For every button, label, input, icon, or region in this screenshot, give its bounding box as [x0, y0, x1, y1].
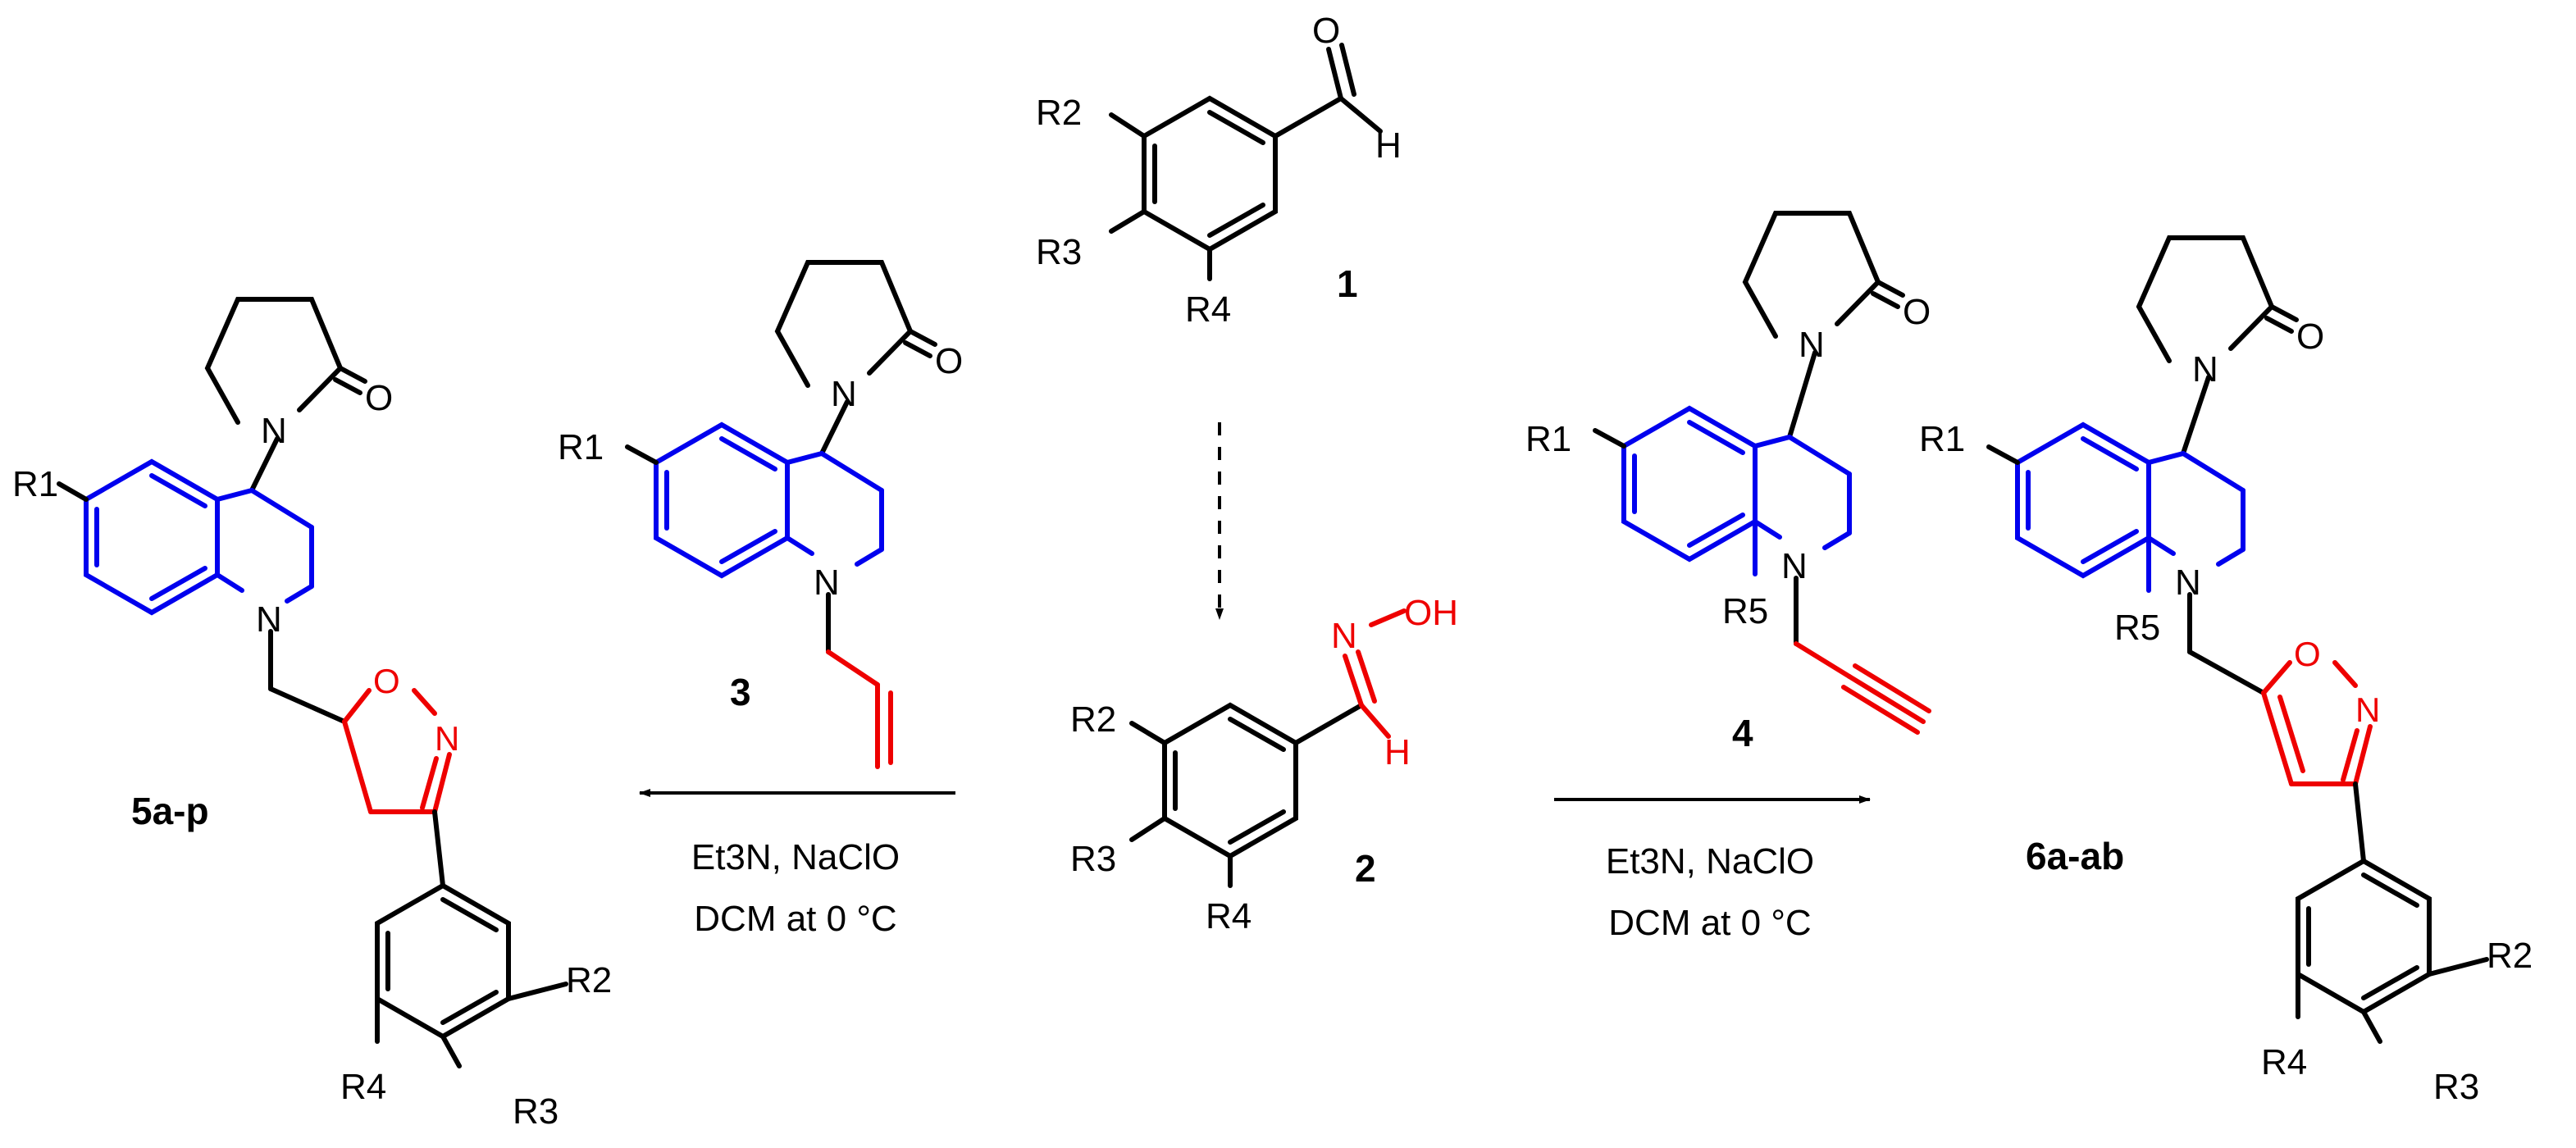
compound-3-pyrrolidinone: [774, 260, 937, 456]
compound-5-isoxazoline-oxygen: O: [373, 662, 400, 700]
compound-2: [1129, 702, 1364, 888]
compound-4-lactam-nitrogen: N: [1799, 325, 1825, 365]
compound-5-carbonyl-oxygen: O: [365, 378, 393, 418]
compound-5-r3: R3: [513, 1091, 559, 1132]
compound-5-r4: R4: [340, 1067, 386, 1107]
compound-4-propargyl-group: [1794, 641, 1931, 735]
compound-6-isoxazole-ring: [2261, 660, 2373, 786]
compound-6-ring-nitrogen: N: [2175, 563, 2201, 603]
compound-5-isoxazoline-nitrogen: N: [435, 719, 459, 758]
compound-6-tetrahydroquinoline: [2015, 421, 2245, 593]
compound-4-tetrahydroquinoline: [1621, 405, 1852, 576]
compound-5: [57, 297, 568, 1068]
compound-5-label: 5a-p: [131, 790, 209, 832]
compound-6-r2: R2: [2487, 936, 2533, 976]
compound-4-carbonyl-oxygen: O: [1903, 292, 1931, 332]
compound-2-hydrogen: H: [1384, 732, 1411, 772]
compound-6-pyrrolidinone: [2136, 235, 2299, 456]
compound-4-pyrrolidinone: [1742, 211, 1905, 440]
arrow-right-conditions: DCM at 0 °C: [1608, 903, 1811, 943]
compound-6-isoxazole-oxygen: O: [2294, 635, 2321, 673]
compound-5-isoxazoline-ring: [342, 688, 452, 814]
compound-2-nitrogen: N: [1331, 616, 1357, 656]
compound-6-lactam-nitrogen: N: [2192, 349, 2218, 390]
compound-5-pyrrolidinone: [204, 297, 367, 493]
compound-6-label: 6a-ab: [2026, 835, 2124, 877]
compound-1-hydrogen: H: [1375, 125, 1402, 166]
arrow-right-reagents: Et3N, NaClO: [1606, 841, 1814, 882]
compound-3-carbonyl-oxygen: O: [935, 341, 963, 381]
compound-1-r4: R4: [1185, 289, 1231, 330]
compound-2-oxime-carbon-bond: [1293, 703, 1364, 745]
arrow-left-conditions: DCM at 0 °C: [694, 899, 896, 939]
compound-3-label: 3: [730, 671, 751, 713]
compound-6-carbonyl-oxygen: O: [2296, 317, 2324, 357]
compound-1-r2: R2: [1036, 93, 1082, 133]
compound-6-r4: R4: [2261, 1042, 2307, 1082]
compound-2-r4: R4: [1206, 896, 1252, 936]
compound-3-ring-nitrogen: N: [814, 563, 840, 603]
compound-5-lactam-nitrogen: N: [261, 411, 287, 451]
compound-4-r5: R5: [1722, 591, 1768, 631]
compound-3-r1: R1: [558, 427, 604, 467]
compound-1-label: 1: [1337, 262, 1358, 305]
compound-1-benzene-ring: [1142, 95, 1278, 253]
compound-3: [625, 260, 937, 769]
compound-5-r1: R1: [12, 464, 58, 504]
compound-5-ring-nitrogen: N: [256, 599, 282, 640]
compound-4-ring-nitrogen: N: [1781, 546, 1808, 586]
compound-6-r3: R3: [2433, 1067, 2479, 1107]
compound-6: [1986, 235, 2489, 1044]
compound-1-oxygen: O: [1312, 11, 1340, 51]
compound-3-allyl-group: [826, 649, 893, 769]
compound-1: [1109, 43, 1383, 281]
compound-2-r3: R3: [1070, 839, 1116, 879]
compound-5-tetrahydroquinoline: [84, 458, 314, 616]
compound-3-lactam-nitrogen: N: [831, 374, 857, 414]
compound-6-aryl-ring: [2296, 781, 2489, 1044]
compound-2-label: 2: [1355, 847, 1376, 890]
compound-6-r5: R5: [2114, 608, 2160, 648]
compound-4-label: 4: [1732, 712, 1753, 754]
compound-1-formyl-bond: [1273, 96, 1343, 139]
compound-2-benzene-ring: [1162, 702, 1298, 859]
compound-5-r2: R2: [566, 960, 612, 1000]
arrow-left-reagents: Et3N, NaClO: [691, 837, 900, 877]
compound-2-hydroxyl: OH: [1404, 593, 1458, 633]
compound-3-tetrahydroquinoline: [654, 421, 884, 579]
compound-4-r1: R1: [1525, 419, 1571, 459]
compound-1-r3: R3: [1036, 232, 1082, 272]
compound-6-isoxazole-nitrogen: N: [2355, 690, 2380, 729]
compound-2-r2: R2: [1070, 699, 1116, 740]
compound-5-aryl-ring: [375, 809, 568, 1068]
compound-6-r1: R1: [1919, 419, 1965, 459]
compound-4: [1593, 211, 1931, 735]
compound-2-oxime-group: [1343, 608, 1407, 739]
